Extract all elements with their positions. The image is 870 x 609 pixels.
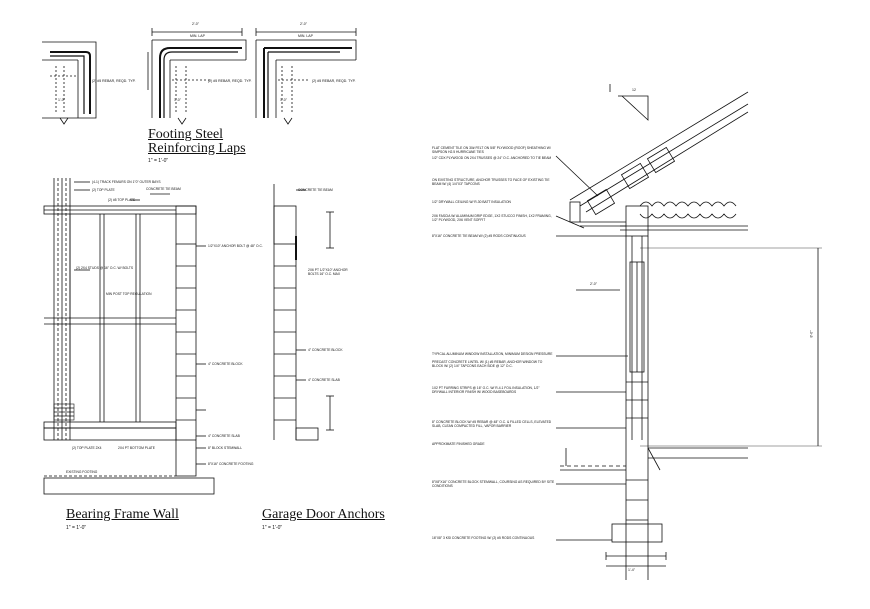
- soffit-dim: 2'-0": [590, 282, 597, 286]
- bearing-frame-wall: [43, 178, 215, 495]
- section-note: 1/2" CDX PLYWOOD ON 2X4 TRUSSES @ 24" O.…: [432, 156, 552, 160]
- bearing-note: (4-1) TRACK FEMURS ON 1"0" OUTER BAYS: [92, 180, 161, 184]
- footing-dim: 1'-4": [628, 568, 635, 572]
- garage-note: 4" CONCRETE BLOCK: [308, 348, 343, 352]
- dim-label: 2'-0": [192, 22, 199, 26]
- bearing-note: 1/2"X10" ANCHOR BOLT @ 48" O.C.: [208, 244, 263, 248]
- bearing-note: EXISTING FOOTING: [66, 470, 98, 474]
- section-note: ON EXISTING STRUCTURE, ANCHOR TRUSSES TO…: [432, 178, 550, 187]
- footing-steel-title: Footing Steel Reinforcing Laps: [148, 127, 246, 156]
- section-note: 8" CONCRETE BLOCK W/ #5 REBAR @ 48" O.C.…: [432, 420, 552, 429]
- garage-note: 4" CONCRETE SLAB: [308, 378, 340, 382]
- garage-door-anchors: [273, 184, 334, 441]
- bearing-note: 8"X16" CONCRETE FOOTING: [208, 462, 254, 466]
- rebar-note: (2) #5 REBAR, REQD. TYP.: [208, 79, 252, 83]
- section-note: FLAT CEMENT TILE ON 30# FELT ON 5/8" PLY…: [432, 146, 551, 155]
- section-note: PRECAST CONCRETE LINTEL W/ (1) #5 REBAR,…: [432, 360, 543, 369]
- bearing-note: 2X4 PT BOTTOM PLATE: [118, 446, 156, 450]
- bearing-note: CONCRETE TIE BEAM: [146, 187, 181, 191]
- bearing-note: 4" CONCRETE BLOCK: [208, 362, 243, 366]
- bearing-frame-scale: 1" = 1'-0": [66, 525, 87, 531]
- bearing-note: 4" CONCRETE SLAB: [208, 434, 240, 438]
- section-note: APPROXIMATE FINISHED GRADE: [432, 442, 485, 446]
- dim-label: 1'-0": [280, 98, 287, 102]
- footing-detail-c: [255, 28, 357, 125]
- section-note: 1/2" DRYWALL CEILING W/ R-30 BATT INSULA…: [432, 200, 511, 204]
- lap-label: MIN. LAP: [190, 34, 205, 38]
- bearing-note: (2) TOP PLATE 2X4: [72, 446, 102, 450]
- bearing-note: (2) 2X4 STUDS @ 16" O.C. W/ BOLTS: [76, 266, 134, 270]
- wall-section: [555, 84, 822, 580]
- dim-label: 1'-0": [174, 98, 181, 102]
- bearing-note: 8" BLOCK STEMWALL: [208, 446, 243, 450]
- section-note: 8"X16" CONCRETE TIE BEAM W/ (2) #5 RODS …: [432, 234, 526, 238]
- dim-label: 2'-0": [300, 22, 307, 26]
- garage-door-scale: 1" = 1'-0": [262, 525, 283, 531]
- garage-note: CONCRETE TIE BEAM: [298, 188, 333, 192]
- footing-steel-scale: 1" = 1'-0": [148, 158, 169, 164]
- footing-detail-b: [147, 28, 247, 125]
- bearing-note: MIN POST TOP REGULATION: [106, 292, 152, 296]
- section-note: 8"X8"X16" CONCRETE BLOCK STEMWALL, COURS…: [432, 480, 555, 489]
- section-note: TYPICAL ALUMINUM WINDOW INSTALLATION, MI…: [432, 352, 553, 356]
- section-note: 1X2 PT FURRING STRIPS @ 16" O.C. W/ R-4.…: [432, 386, 540, 395]
- bearing-frame-title: Bearing Frame Wall: [66, 507, 179, 522]
- rebar-note: (2) #5 REBAR, REQD. TYP.: [312, 79, 356, 83]
- wall-height-dim: 8'-0": [809, 330, 814, 338]
- section-note: 2X6 FASCIA W/ ALUMINUM DRIP EDGE, 1X2 ST…: [432, 214, 552, 223]
- footing-detail-a: [42, 41, 97, 125]
- lap-label: MIN. LAP: [298, 34, 313, 38]
- dim-label: 1'-0": [58, 98, 65, 102]
- rebar-note: (2) #5 REBAR, REQD. TYP.: [92, 79, 136, 83]
- garage-note: 2X6 PT 1/2"X10" ANCHOR BOLTS 16" O.C. MA…: [308, 268, 348, 277]
- garage-door-title: Garage Door Anchors: [262, 507, 385, 522]
- pitch-label: 12: [632, 88, 636, 92]
- bearing-note: (2) #5 TOP PLATE: [108, 198, 136, 202]
- section-note: 16"X8" 3 KSI CONCRETE FOOTING W/ (2) #5 …: [432, 536, 535, 540]
- bearing-note: (2) TOP PLATE: [92, 188, 115, 192]
